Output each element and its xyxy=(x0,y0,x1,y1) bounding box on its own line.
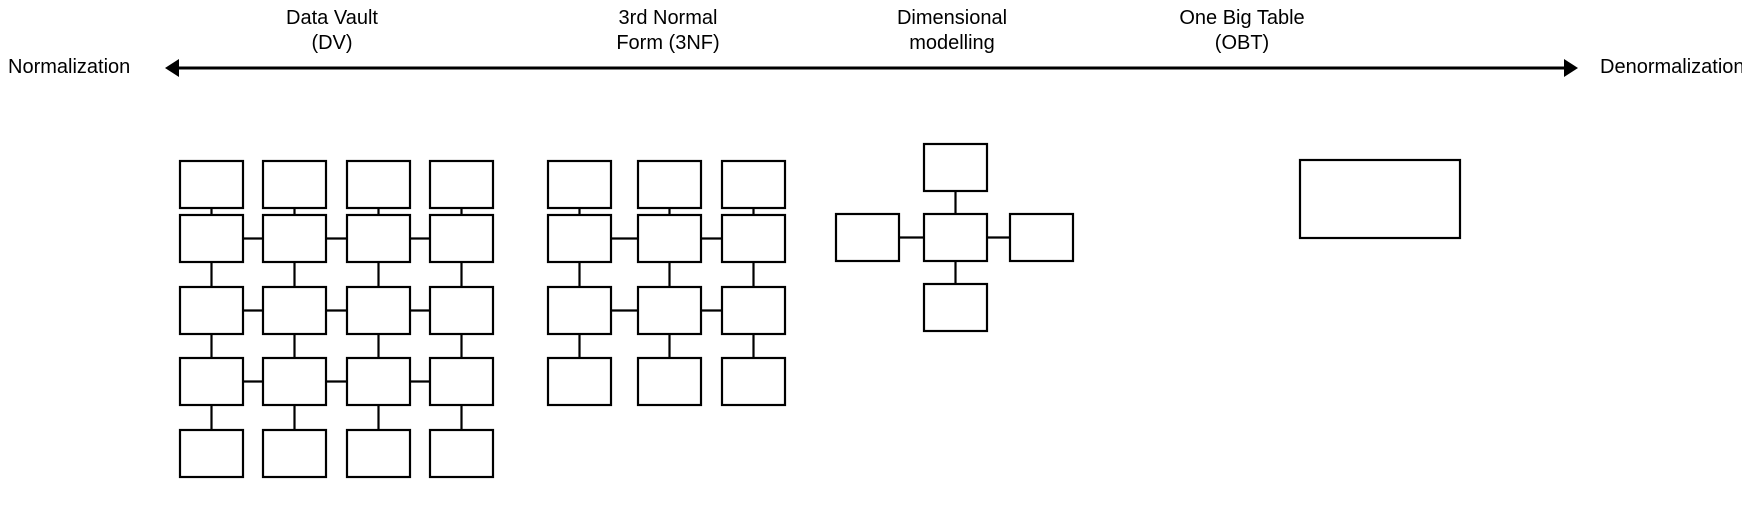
third-normal-form-node-grid-node xyxy=(546,356,613,407)
third-normal-form-node-grid-node xyxy=(636,159,703,210)
data-vault-node-grid-node xyxy=(178,285,245,336)
data-vault-node-grid-node xyxy=(178,159,245,210)
data-vault-node-grid-node xyxy=(345,159,412,210)
data-vault-node-grid-node xyxy=(261,356,328,407)
axis-arrowhead-left xyxy=(165,59,179,77)
axis-arrowhead-right xyxy=(1564,59,1578,77)
data-vault-node-grid-node xyxy=(178,356,245,407)
data-vault-node-grid-node xyxy=(178,213,245,264)
data-vault-node-grid-node xyxy=(178,428,245,479)
axis-label-normalization: Normalization xyxy=(8,56,131,78)
column-label-one-big-table: One Big Table (OBT) xyxy=(1179,7,1305,54)
axis-label-denormalization: Denormalization xyxy=(1600,56,1742,78)
third-normal-form-node-grid-node xyxy=(720,285,787,336)
third-normal-form-node-grid-node xyxy=(636,285,703,336)
data-vault-node-grid-node xyxy=(261,213,328,264)
third-normal-form-node-grid-node xyxy=(720,213,787,264)
data-vault-node-grid-node xyxy=(345,285,412,336)
dimensional-star-schema-fact-node xyxy=(922,212,989,263)
third-normal-form-node-grid-node xyxy=(636,356,703,407)
dimensional-star-schema-dimension-node xyxy=(922,142,989,193)
data-vault-node-grid-node xyxy=(428,159,495,210)
data-vault-node-grid-node xyxy=(428,213,495,264)
third-normal-form-node-grid-node xyxy=(636,213,703,264)
column-label-third-normal-form: 3rd Normal Form (3NF) xyxy=(616,7,720,54)
data-vault-node-grid-node xyxy=(345,428,412,479)
data-vault-node-grid-node xyxy=(261,159,328,210)
data-vault-node-grid-node xyxy=(428,356,495,407)
third-normal-form-node-grid-node xyxy=(546,213,613,264)
data-vault-node-grid-node xyxy=(261,428,328,479)
column-label-dimensional-modelling: Dimensional modelling xyxy=(896,7,1008,54)
dimensional-star-schema-dimension-node xyxy=(922,282,989,333)
data-vault-node-grid-node xyxy=(345,356,412,407)
third-normal-form-node-grid-node xyxy=(720,356,787,407)
third-normal-form-node-grid-node xyxy=(720,159,787,210)
data-vault-node-grid-node xyxy=(428,428,495,479)
third-normal-form-node-grid-node xyxy=(546,159,613,210)
data-vault-node-grid-node xyxy=(261,285,328,336)
data-vault-node-grid-node xyxy=(428,285,495,336)
data-vault-node-grid-node xyxy=(345,213,412,264)
one-big-table-box xyxy=(1298,158,1462,240)
dimensional-star-schema-dimension-node xyxy=(1008,212,1075,263)
dimensional-star-schema-dimension-node xyxy=(834,212,901,263)
third-normal-form-node-grid-node xyxy=(546,285,613,336)
column-label-data-vault: Data Vault (DV) xyxy=(286,7,378,54)
